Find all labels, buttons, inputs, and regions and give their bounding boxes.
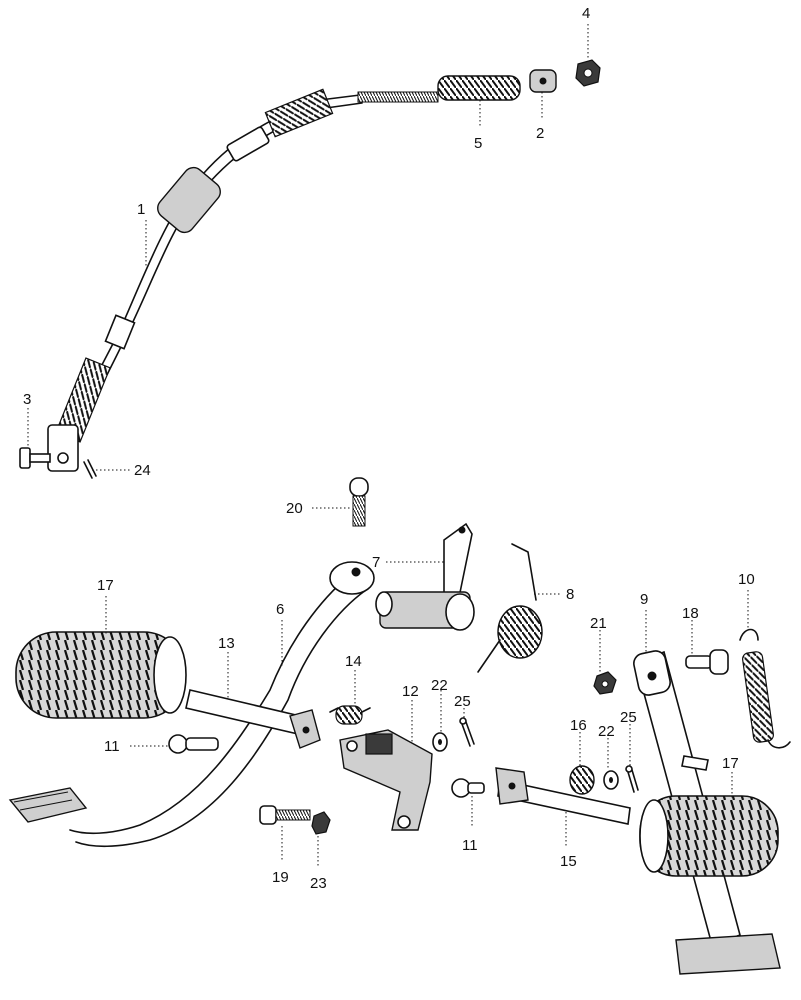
callout-number: 9 xyxy=(640,591,648,608)
callout-number: 14 xyxy=(345,653,362,670)
callout-17-right: 17 xyxy=(722,755,739,800)
callout-24: 24 xyxy=(92,462,151,479)
return-spring-14 xyxy=(329,705,371,725)
callout-number: 11 xyxy=(104,738,120,755)
callout-11-right: 11 xyxy=(462,796,478,854)
callout-14: 14 xyxy=(345,653,362,704)
callout-2: 2 xyxy=(536,92,544,142)
callout-number: 16 xyxy=(570,717,587,734)
callout-number: 6 xyxy=(276,601,284,618)
callout-number: 19 xyxy=(272,869,289,886)
pin-11-left xyxy=(168,734,219,754)
callout-number: 23 xyxy=(310,875,327,892)
washer-22-left xyxy=(432,732,448,752)
callout-22-left: 22 xyxy=(431,677,448,732)
callout-number: 5 xyxy=(474,135,482,152)
adjusting-nut xyxy=(575,59,601,87)
footrest-bar-left xyxy=(185,689,321,749)
shaft-lever xyxy=(375,522,475,631)
callout-18: 18 xyxy=(682,605,699,654)
nut-21 xyxy=(593,671,617,695)
pivot-joint xyxy=(529,69,557,93)
cotter-pin-24 xyxy=(83,459,97,479)
pin-11-right xyxy=(451,778,485,798)
callout-number: 17 xyxy=(722,755,739,772)
callout-5: 5 xyxy=(474,100,482,152)
bolt-20 xyxy=(349,477,369,527)
callout-number: 25 xyxy=(454,693,471,710)
callout-number: 24 xyxy=(134,462,151,479)
callout-number: 1 xyxy=(137,201,145,218)
callout-number: 4 xyxy=(582,5,590,22)
callout-13: 13 xyxy=(218,635,235,700)
callout-number: 3 xyxy=(23,391,31,408)
callout-21: 21 xyxy=(590,615,607,672)
footrest-rubber-right xyxy=(639,795,779,877)
callout-4: 4 xyxy=(582,5,590,60)
callout-number: 10 xyxy=(738,571,755,588)
callout-number: 22 xyxy=(431,677,448,694)
callout-19: 19 xyxy=(272,826,289,886)
adjuster-spring xyxy=(437,75,521,101)
callout-number: 13 xyxy=(218,635,235,652)
callout-number: 25 xyxy=(620,709,637,726)
brake-cable xyxy=(47,88,439,472)
callout-23: 23 xyxy=(310,836,327,892)
callout-3: 3 xyxy=(23,391,31,448)
callout-8: 8 xyxy=(534,586,574,603)
callout-16: 16 xyxy=(570,717,587,766)
callout-22-right: 22 xyxy=(598,723,615,770)
callout-15: 15 xyxy=(560,812,577,870)
bolt-19 xyxy=(259,805,311,825)
callout-25-left: 25 xyxy=(454,693,471,718)
callout-9: 9 xyxy=(640,591,648,654)
stand-spring xyxy=(739,628,791,749)
callout-number: 2 xyxy=(536,125,544,142)
bolt-18 xyxy=(685,649,729,675)
collar-16 xyxy=(569,765,595,795)
callout-number: 21 xyxy=(590,615,607,632)
callout-number: 8 xyxy=(566,586,574,603)
callout-number: 15 xyxy=(560,853,577,870)
brake-pedal xyxy=(8,561,375,848)
callout-6: 6 xyxy=(276,601,284,668)
callout-7: 7 xyxy=(372,554,446,571)
callout-10: 10 xyxy=(738,571,755,630)
footrest-bar-right xyxy=(495,767,631,825)
footrest-rubber-left xyxy=(15,631,187,719)
callout-12: 12 xyxy=(402,683,419,744)
callout-17-left: 17 xyxy=(97,577,114,634)
callout-number: 7 xyxy=(372,554,380,571)
clevis-pin xyxy=(19,447,51,469)
callout-1: 1 xyxy=(137,201,147,268)
callout-number: 17 xyxy=(97,577,114,594)
cotter-pin-25-right xyxy=(625,765,639,793)
cotter-pin-25-left xyxy=(459,717,475,747)
callout-25-right: 25 xyxy=(620,709,637,766)
callout-number: 20 xyxy=(286,500,303,517)
callout-number: 18 xyxy=(682,605,699,622)
nut-23 xyxy=(311,811,331,835)
torsion-spring xyxy=(477,543,543,673)
callout-20: 20 xyxy=(286,500,352,517)
callout-11-left: 11 xyxy=(104,738,168,755)
bracket-12 xyxy=(339,729,433,831)
callout-number: 11 xyxy=(462,837,478,854)
callout-number: 12 xyxy=(402,683,419,700)
washer-22-right xyxy=(603,770,619,790)
callout-number: 22 xyxy=(598,723,615,740)
